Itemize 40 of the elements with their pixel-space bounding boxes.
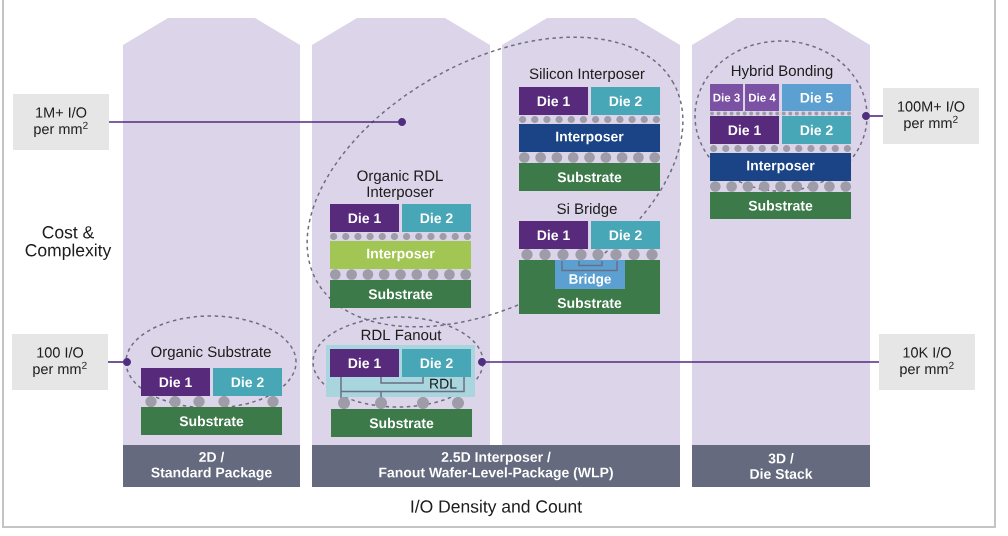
die-box: Die 3 — [710, 84, 743, 111]
die-box: Die 1 — [519, 87, 588, 115]
stack-heading: Hybrid Bonding — [731, 65, 833, 79]
substrate-layer: Substrate — [519, 163, 660, 191]
node-label: Die 4 — [749, 93, 776, 102]
die-box: Die 1 — [519, 221, 588, 249]
interposer-layer: Interposer — [519, 124, 660, 152]
category-bar: 2.5D Interposer / Fanout Wafer-Level-Package (WLP) — [312, 445, 680, 487]
stack-heading: Organic RDL Interposer — [357, 170, 443, 200]
die-box: Die 2 — [402, 349, 471, 377]
substrate-layer: Substrate — [331, 409, 472, 437]
leader-line — [107, 361, 124, 363]
die-box: Die 5 — [782, 84, 851, 111]
axis-label: Cost & Complexity — [25, 226, 112, 260]
density-box: 1M+ I/O per mm$^{2}$ — [13, 94, 109, 150]
category-bar: 3D / Die Stack — [692, 445, 870, 487]
substrate-layer: Substrate — [710, 192, 851, 219]
stack-heading: RDL Fanout — [361, 329, 442, 341]
die-box: Die 2 — [782, 116, 851, 144]
density-box: 100 I/O per mm$^{2}$ — [12, 334, 108, 390]
leader-line — [485, 361, 880, 363]
die-box: Die 1 — [330, 204, 399, 232]
interposer-layer: Interposer — [330, 241, 471, 269]
die-box: Die 4 — [745, 84, 779, 111]
node-label: Die 3 — [713, 93, 740, 102]
substrate-layer: Substrate — [141, 407, 282, 435]
die-box: Die 2 — [591, 87, 660, 115]
stack-heading: Silicon Interposer — [529, 68, 645, 82]
density-box: 100M+ I/O per mm$^{2}$ — [883, 88, 979, 144]
stack-heading: Si Bridge — [557, 203, 617, 217]
bridge-chip: Bridge — [555, 260, 625, 289]
density-box: 10K I/O per mm$^{2}$ — [879, 334, 975, 390]
die-box: Die 1 — [710, 116, 779, 144]
leader-line — [108, 121, 399, 123]
die-box: Die 2 — [402, 204, 471, 232]
die-box: Die 1 — [330, 349, 399, 377]
leader-line — [869, 115, 884, 117]
category-bar: 2D / Standard Package — [123, 445, 300, 487]
die-box: Die 2 — [591, 221, 660, 249]
stack-heading: Organic Substrate — [151, 346, 271, 360]
